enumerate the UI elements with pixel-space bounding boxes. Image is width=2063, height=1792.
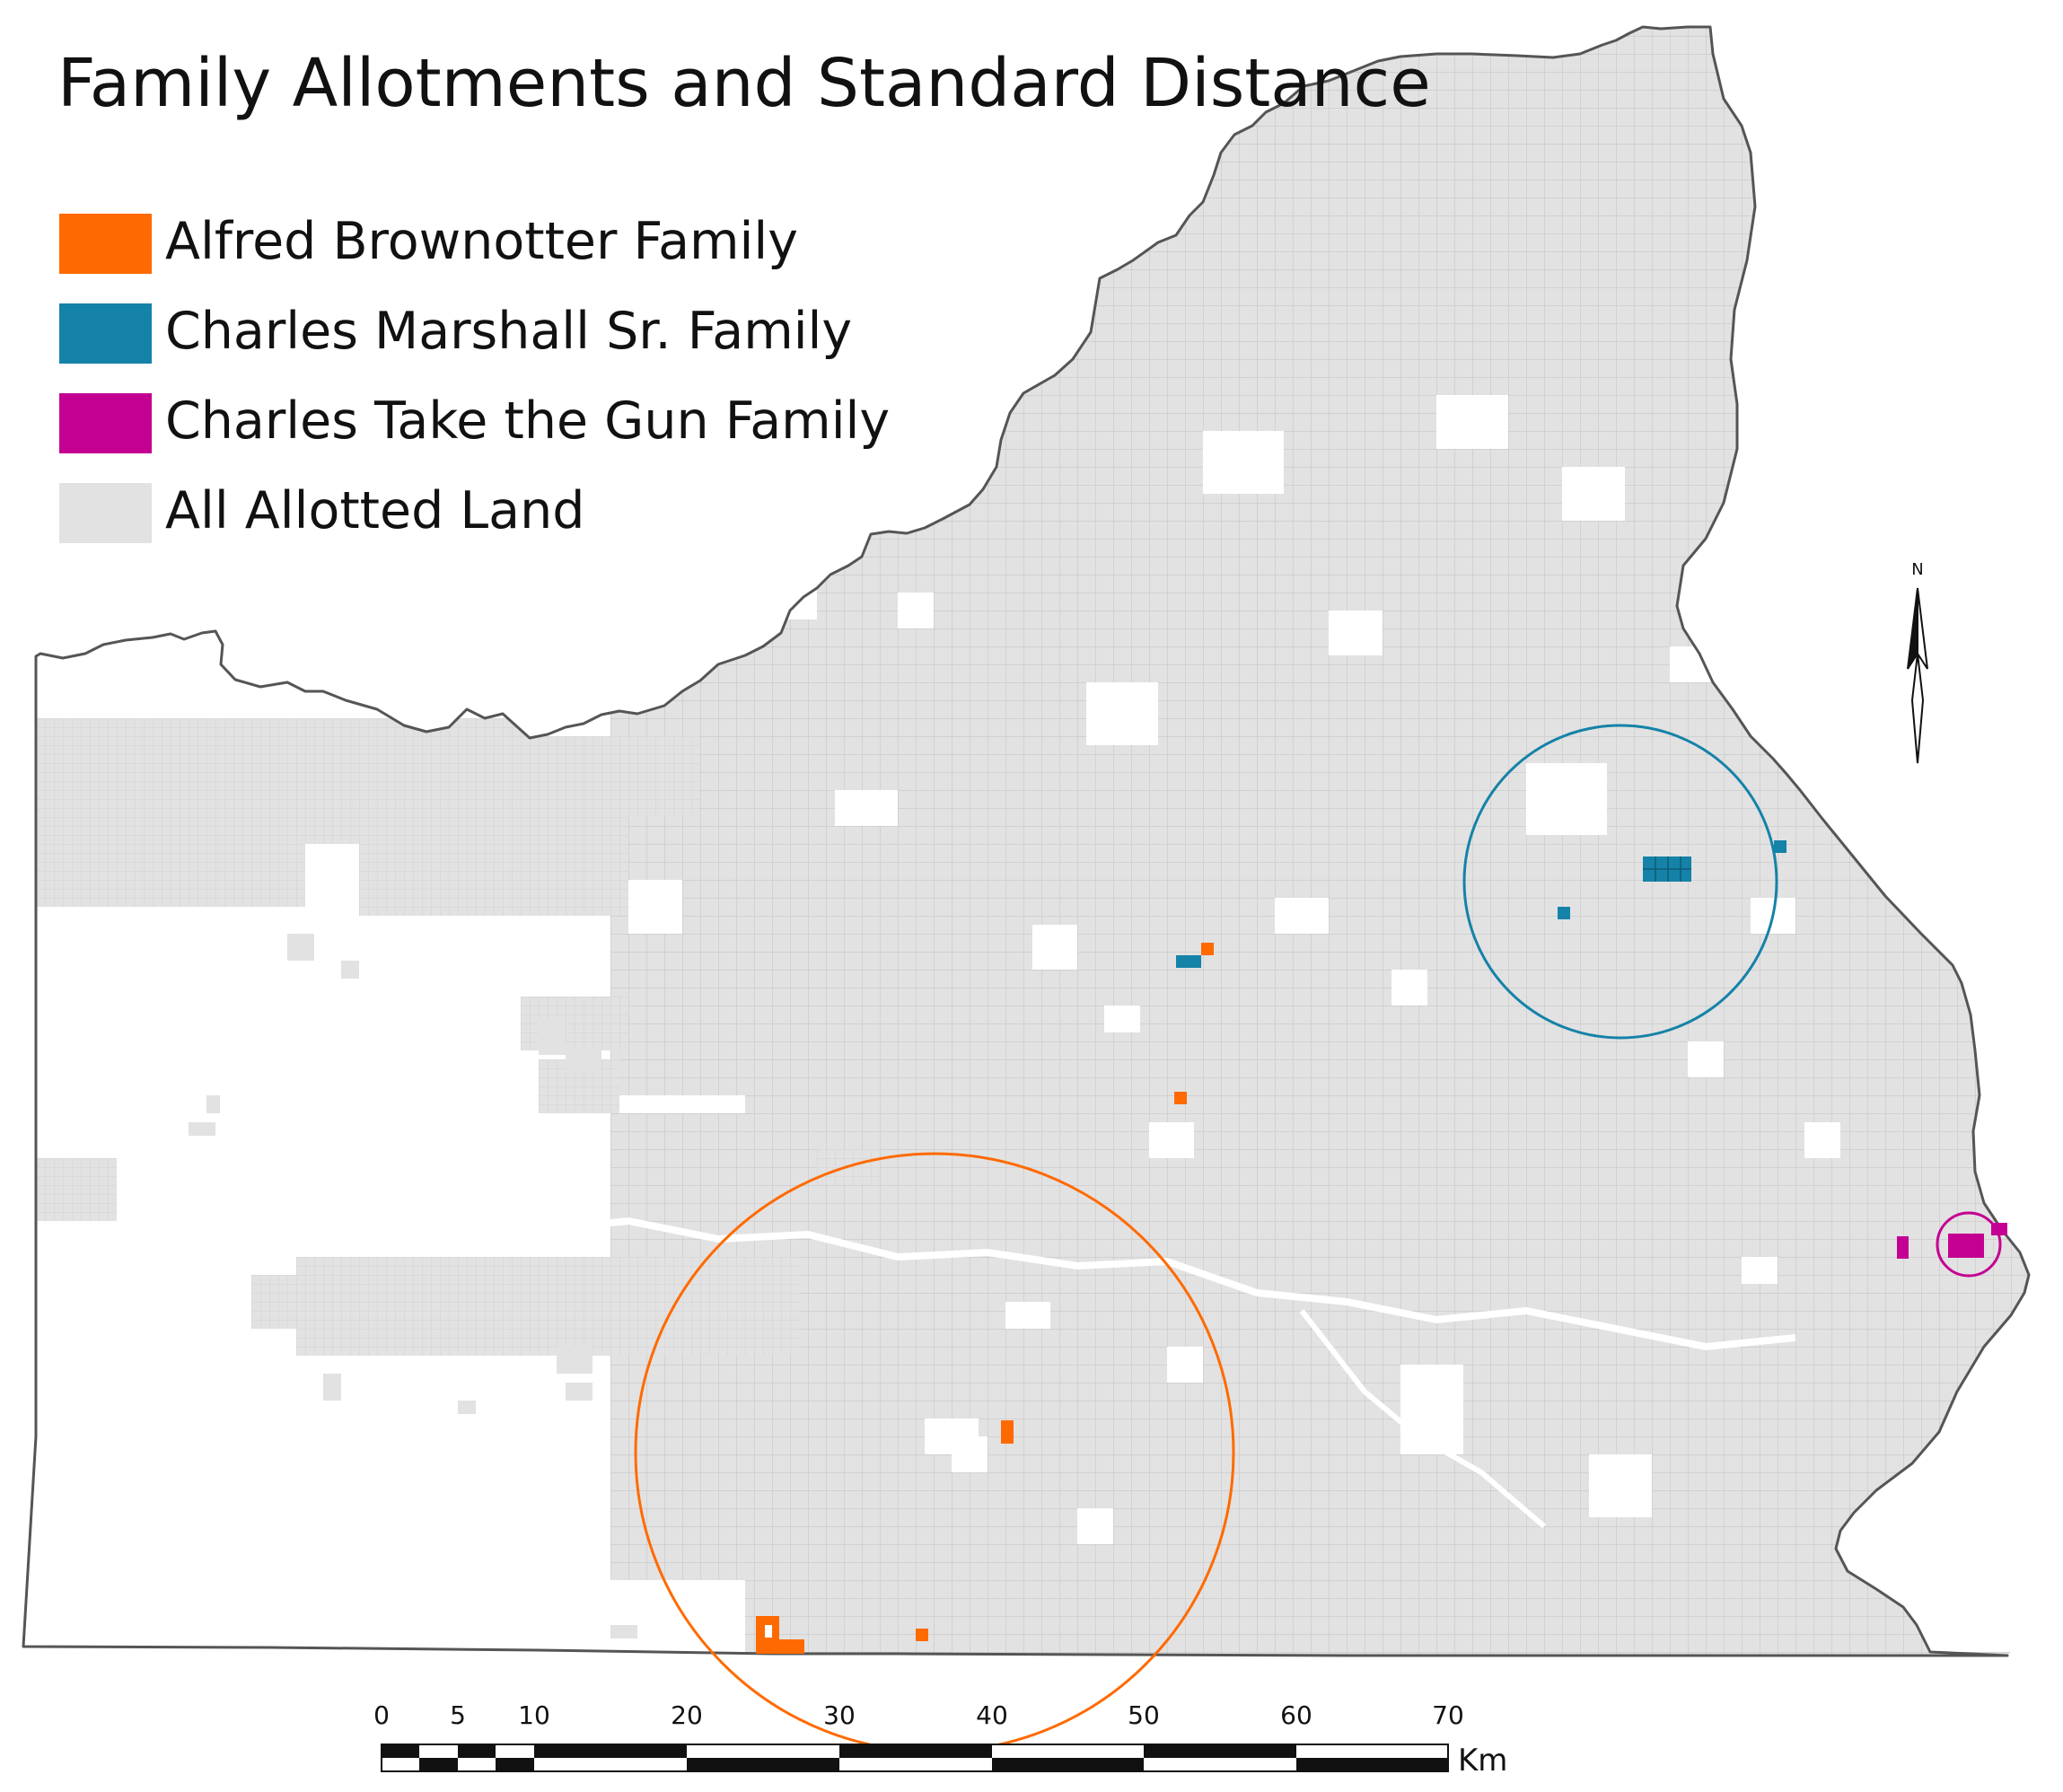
- scale-unit-label: Km: [1458, 1743, 1507, 1779]
- map-title: Family Allotments and Standard Distance: [57, 45, 1431, 122]
- scale-tick-0: 0: [373, 1700, 390, 1730]
- scale-tick-60: 60: [1280, 1700, 1312, 1730]
- legend-swatch-allotted-land: [59, 483, 152, 543]
- north-label: N: [1911, 560, 1923, 579]
- north-arrow-icon: [1907, 587, 1928, 764]
- scale-tick-20: 20: [671, 1700, 703, 1730]
- scale-tick-50: 50: [1128, 1700, 1160, 1730]
- brownotter-allotments: [756, 943, 1214, 1654]
- legend-swatch-takethegun: [59, 393, 152, 453]
- reservation-boundary: [22, 25, 2031, 1657]
- scale-tick-30: 30: [823, 1700, 856, 1730]
- legend-swatch-marshall: [59, 303, 152, 364]
- legend-label-allotted-land: All Allotted Land: [165, 481, 585, 540]
- takethegun-allotments: [1897, 1223, 2007, 1259]
- scale-tick-5: 5: [450, 1700, 466, 1730]
- legend-label-brownotter: Alfred Brownotter Family: [165, 212, 798, 271]
- legend-label-marshall: Charles Marshall Sr. Family: [165, 302, 853, 361]
- scale-tick-70: 70: [1432, 1700, 1464, 1730]
- marshall-allotments: [1176, 840, 1786, 968]
- scale-bar: 0 5 10 20 30 40 50 60 70 Km: [373, 1700, 1507, 1779]
- legend-swatch-brownotter: [59, 214, 152, 274]
- marshall-standard-distance-circle: [1462, 724, 1778, 1040]
- takethegun-standard-distance-circle: [1936, 1211, 2002, 1278]
- legend-label-takethegun: Charles Take the Gun Family: [165, 391, 891, 451]
- scale-tick-40: 40: [976, 1700, 1008, 1730]
- scale-tick-10: 10: [518, 1700, 550, 1730]
